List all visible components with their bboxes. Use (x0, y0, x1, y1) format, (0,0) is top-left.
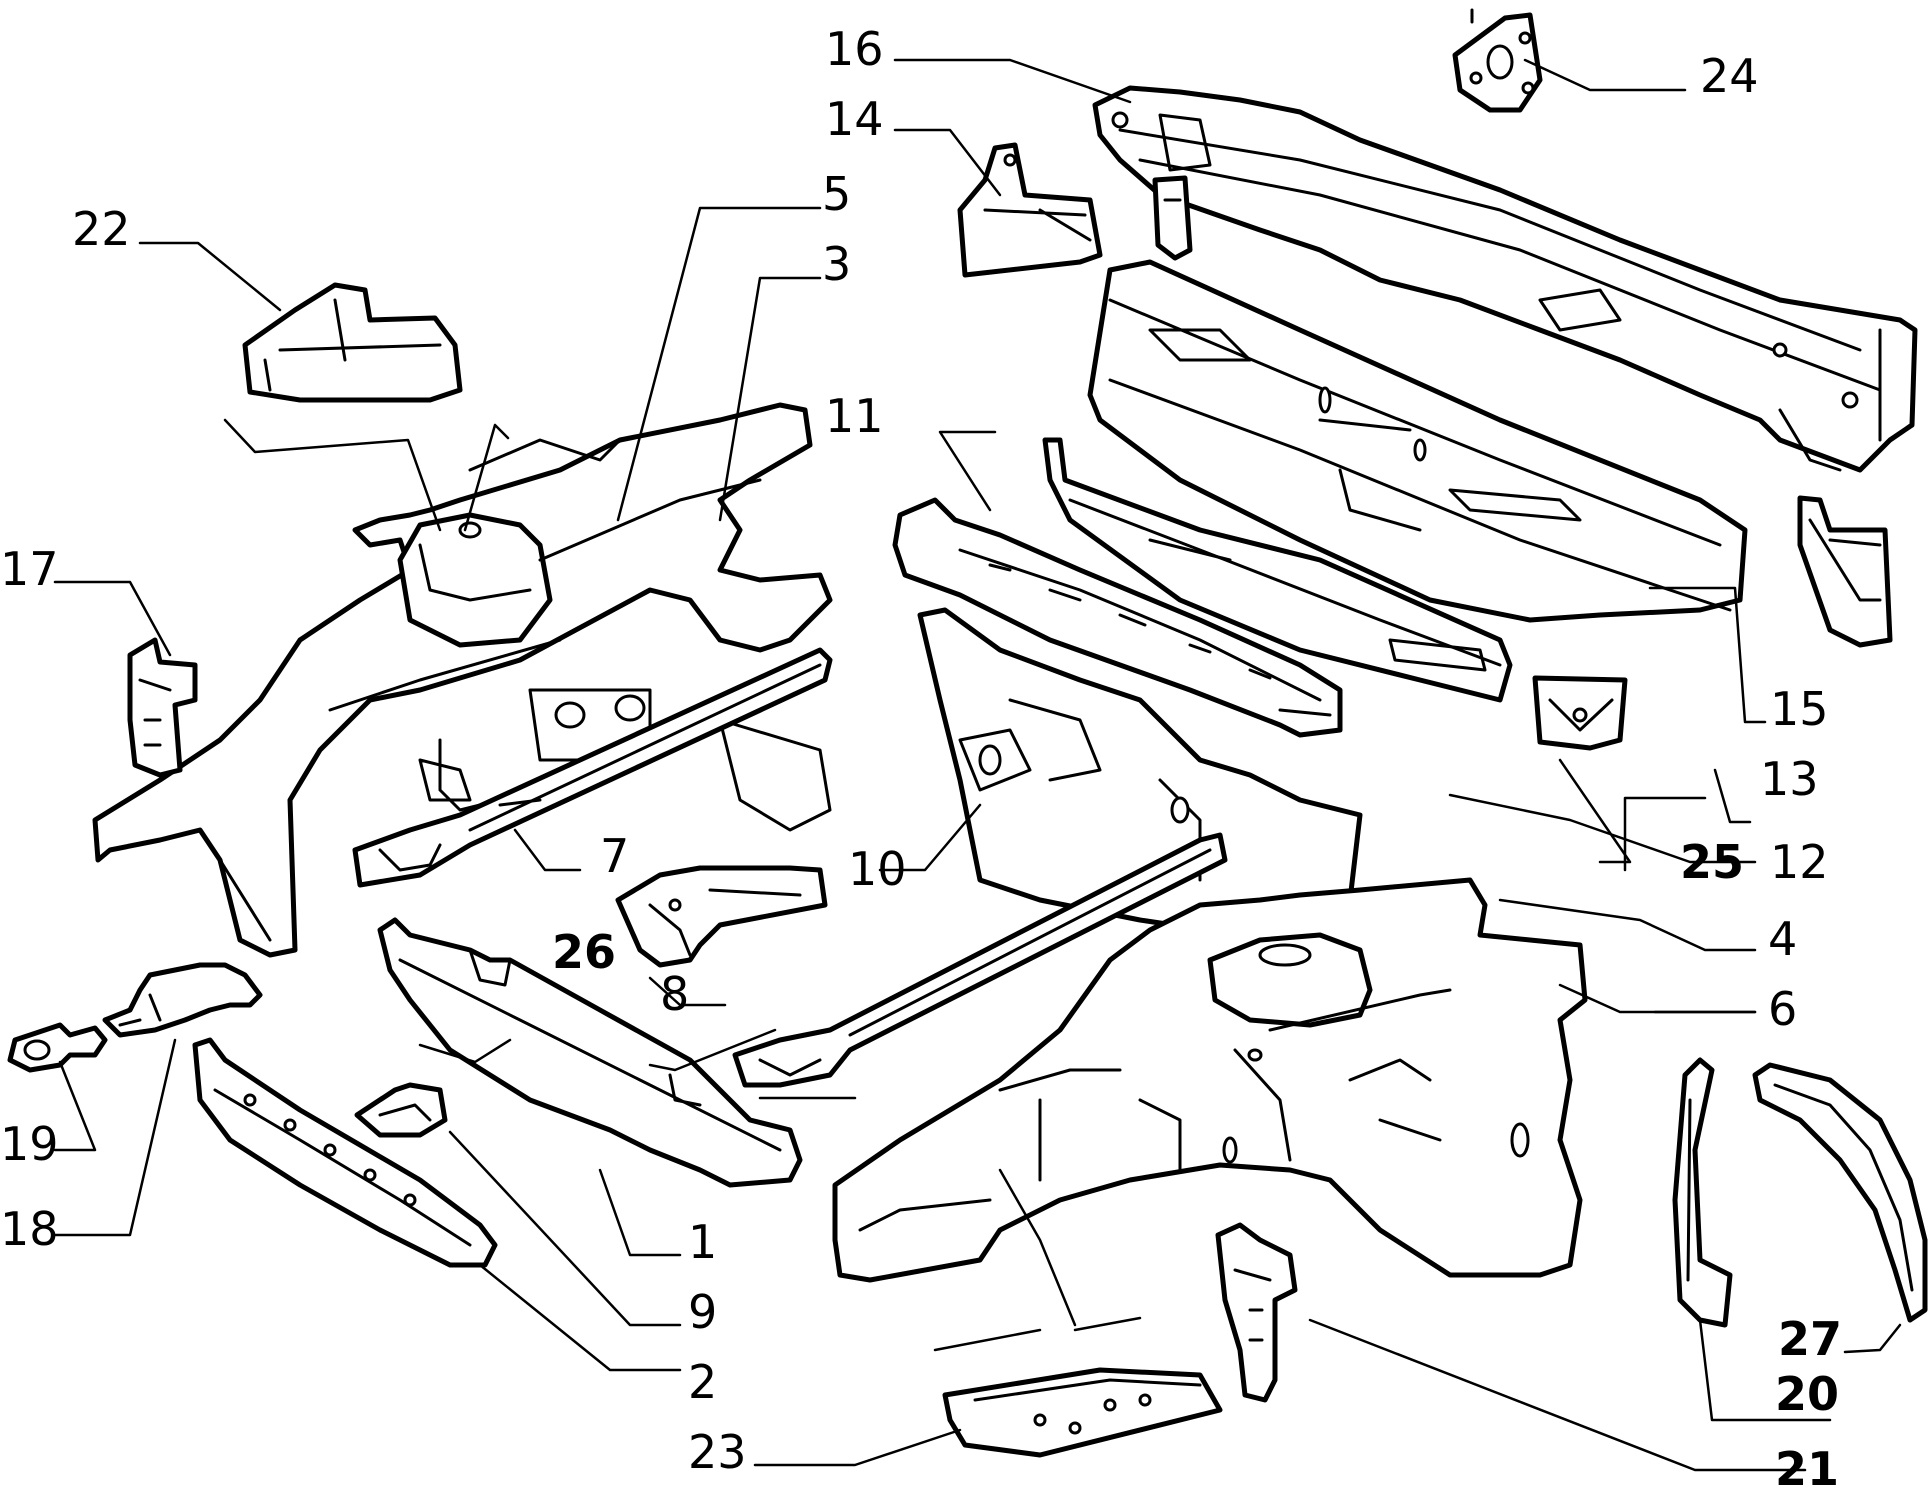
callout-17: 17 (0, 542, 59, 596)
callout-7: 7 (600, 829, 629, 883)
callout-18: 18 (0, 1202, 59, 1256)
part-20-strip (1672, 1057, 1733, 1328)
callout-10: 10 (848, 842, 907, 896)
part-16-upper-crossmember (1092, 85, 1918, 473)
callout-25: 25 (1680, 835, 1744, 889)
part-25-small-bracket (1532, 675, 1628, 751)
callout-27: 27 (1778, 1312, 1842, 1366)
part-10-wheelhouse-panel (917, 607, 1363, 938)
part-9-small-bracket (354, 1082, 448, 1138)
part-1-lower-crossmember (377, 917, 803, 1188)
callout-22: 22 (72, 202, 131, 256)
part-19-nut (7, 1022, 108, 1073)
callout-20: 20 (1775, 1367, 1839, 1421)
callout-3: 3 (822, 237, 851, 291)
part-11-lower-rail (892, 497, 1343, 738)
callout-16: 16 (825, 22, 884, 76)
callout-9: 9 (688, 1285, 717, 1339)
callout-4: 4 (1768, 912, 1797, 966)
callout-13: 13 (1760, 752, 1819, 806)
part-14-bracket (957, 142, 1103, 278)
callout-labels: 22 5 3 17 7 10 26 8 11 16 14 24 15 13 25… (0, 22, 1842, 1492)
leader-lines (53, 58, 1902, 1472)
part-17-side-bracket (127, 637, 198, 778)
callout-24: 24 (1700, 49, 1759, 103)
callout-12: 12 (1770, 835, 1829, 889)
callout-2: 2 (688, 1355, 717, 1409)
callout-23: 23 (688, 1425, 747, 1479)
callout-1: 1 (688, 1215, 717, 1269)
callout-21: 21 (1775, 1442, 1839, 1492)
part-21-bracket (1215, 1222, 1298, 1403)
part-22-strut-cap (242, 282, 463, 403)
part-7-strut-brace (352, 647, 833, 888)
part-24-mounting-plate (1452, 8, 1543, 113)
part-15-side-bracket (1797, 495, 1893, 648)
part-8-strut-brace (732, 832, 1228, 1088)
callout-19: 19 (0, 1117, 59, 1171)
part-12-cross-rail (1042, 437, 1513, 703)
callout-14: 14 (825, 92, 884, 146)
callout-8: 8 (660, 967, 689, 1021)
part-23-floor-plate (942, 1367, 1223, 1458)
callout-5: 5 (822, 167, 851, 221)
callout-26: 26 (552, 925, 616, 979)
part-27-arch-strip (1752, 1062, 1928, 1323)
part-26-bracket (615, 865, 828, 968)
callout-15: 15 (1770, 682, 1829, 736)
part-2-lower-rail (192, 1037, 498, 1268)
part-18-bolt-bracket (102, 962, 263, 1038)
callout-11: 11 (825, 389, 884, 443)
part-4-right-frame (832, 877, 1588, 1283)
callout-6: 6 (1768, 982, 1797, 1036)
part-13-radiator-panel (1087, 259, 1748, 623)
